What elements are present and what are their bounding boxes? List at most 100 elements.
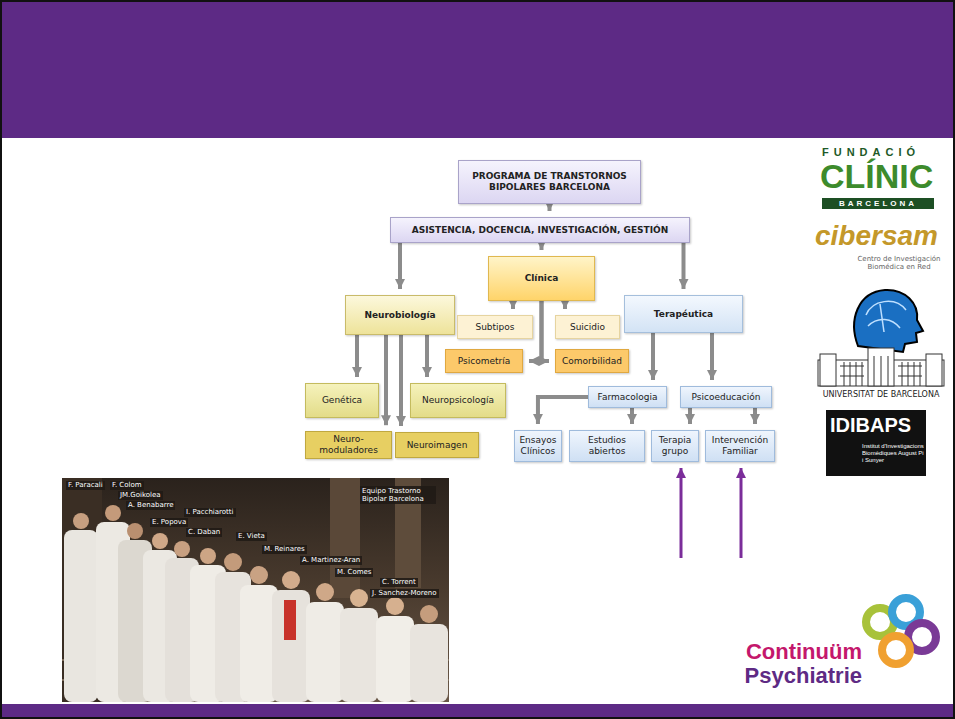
- footer-band: [0, 704, 955, 719]
- person-name: F. Paracali: [66, 481, 105, 490]
- topic-box: Neuropsicología: [410, 383, 506, 418]
- topic-box: Comorbilidad: [555, 349, 629, 373]
- box-text: Neuroimagen: [407, 440, 468, 451]
- connector-arrow: [548, 204, 552, 211]
- connector-arrow: [538, 397, 588, 424]
- therapy-box: Terapia grupo: [651, 430, 699, 462]
- building-windows: [844, 356, 920, 386]
- logo-text: CLÍNIC: [820, 158, 933, 194]
- head: [127, 523, 143, 539]
- team-photo: [62, 478, 449, 702]
- logo-subtitle: Centro de Investigación Biomédica en Red: [853, 255, 945, 271]
- connector-arrow: [540, 243, 544, 250]
- head: [152, 533, 168, 549]
- head-profile: [854, 290, 923, 352]
- person-name: C. Daban: [186, 528, 222, 537]
- logo-text: IDIBAPS: [830, 414, 911, 436]
- box-text: Intervención Familiar: [710, 435, 770, 457]
- head: [73, 513, 89, 529]
- box-text: Neuro- moduladores: [310, 434, 387, 456]
- head: [386, 597, 404, 615]
- head: [420, 605, 438, 623]
- logo-text: cibersam: [815, 220, 938, 252]
- logo-text: Continuüm: [730, 640, 862, 664]
- white-coat: [306, 602, 344, 702]
- continuum-rings: [866, 598, 936, 664]
- person-name: F. Colom: [110, 481, 144, 490]
- study-box: Ensayos Clínicos: [514, 430, 562, 462]
- area-box: Neurobiología: [345, 295, 455, 335]
- person-name: E. Vieta: [236, 532, 267, 541]
- people: [64, 505, 448, 702]
- topic-box: Neuro- moduladores: [305, 431, 392, 459]
- box-text: Psicoeducación: [692, 392, 761, 403]
- box-text: Neurobiología: [364, 310, 435, 321]
- connector-arrow: [384, 335, 388, 425]
- white-coat: [340, 608, 378, 702]
- topic-box: Suicidio: [555, 315, 620, 339]
- head: [224, 553, 242, 571]
- logo-text: FUNDACIÓ: [822, 146, 920, 158]
- topic-box: Genética: [305, 383, 379, 418]
- person-name: M. Comes: [335, 568, 373, 577]
- head: [105, 505, 121, 521]
- brain-fold: [880, 304, 884, 332]
- connector-arrow: [399, 335, 403, 426]
- box-text: Terapia grupo: [656, 435, 694, 457]
- scope-box: ASISTENCIA, DOCENCIA, INVESTIGACIÓN, GES…: [390, 217, 690, 243]
- box-text: Clínica: [525, 273, 559, 284]
- box-text: PROGRAMA DE TRANSTORNOS BIPOLARES BARCEL…: [463, 171, 636, 193]
- connector-arrow: [511, 301, 515, 309]
- person-name: A. Benabarre: [126, 501, 175, 510]
- white-coat: [64, 530, 98, 702]
- brain-fold: [866, 301, 906, 315]
- box-text: Comorbilidad: [562, 356, 622, 367]
- building-tower: [926, 354, 942, 386]
- person-name: J. Sanchez-Moreno: [370, 589, 439, 598]
- connector-arrow: [398, 243, 402, 289]
- white-coat: [272, 590, 310, 702]
- connector-arrow: [710, 333, 714, 380]
- white-coat: [410, 624, 448, 702]
- box-text: Estudios abiertos: [574, 435, 640, 457]
- ring: [882, 636, 910, 664]
- idibaps-box: [826, 410, 926, 476]
- white-coat: [376, 616, 414, 702]
- logo-text: UNIVERSITAT DE BARCELONA: [813, 390, 949, 399]
- connector-arrow: [682, 243, 686, 289]
- photo-column: [330, 478, 360, 598]
- red-shirt: [284, 600, 296, 640]
- person-name: C. Torrent: [380, 578, 418, 587]
- title-box: PROGRAMA DE TRANSTORNOS BIPOLARES BARCEL…: [458, 160, 641, 204]
- building-tower: [820, 354, 836, 386]
- topic-box: Neuroimagen: [395, 432, 479, 458]
- box-text: Subtipos: [475, 322, 514, 333]
- connector-arrow: [630, 408, 634, 424]
- box-text: Neuropsicología: [422, 395, 494, 406]
- connector-arrow: [651, 333, 655, 380]
- university-building: [818, 348, 944, 386]
- person-name: M. Reinares: [262, 545, 307, 554]
- logo-band-text: BARCELONA: [822, 198, 934, 209]
- pointer-arrow: [740, 468, 743, 558]
- study-box: Estudios abiertos: [569, 430, 645, 462]
- person-name: E. Popova: [150, 518, 188, 527]
- topic-box: Subtipos: [457, 315, 533, 339]
- method-box: Farmacologia: [588, 386, 667, 408]
- topic-box: Psicometría: [445, 349, 523, 373]
- connector-arrow: [542, 301, 550, 361]
- photo-ground: [62, 478, 449, 702]
- brain-logo: [854, 290, 923, 352]
- connector-arrow: [688, 408, 692, 424]
- connector-arrow: [753, 408, 757, 424]
- head: [282, 571, 300, 589]
- area-box: Clínica: [488, 256, 595, 301]
- box-text: Farmacologia: [598, 392, 658, 403]
- connector-arrow: [355, 335, 359, 377]
- box-text: Terapéutica: [654, 309, 713, 320]
- area-box: Terapéutica: [624, 295, 743, 333]
- person-name: JM.Goikolea: [118, 491, 163, 500]
- header-band: [0, 0, 955, 138]
- head: [250, 566, 268, 584]
